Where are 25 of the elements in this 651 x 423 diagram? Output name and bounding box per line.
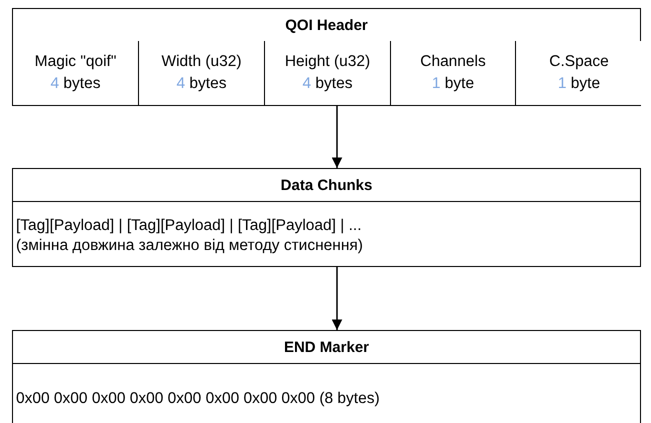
field-cell [139, 41, 265, 105]
field-size: 4 bytes [302, 74, 352, 94]
section-title: Data Chunks [280, 176, 372, 194]
section-box [12, 330, 641, 423]
arrow [332, 267, 342, 330]
field-cell [265, 41, 391, 105]
field-name: Channels [420, 52, 486, 72]
section-title: QOI Header [285, 16, 368, 34]
arrow [332, 106, 342, 168]
header-table [12, 8, 641, 106]
section-title: END Marker [284, 338, 370, 356]
field-cell [391, 41, 516, 105]
field-size: 4 bytes [176, 74, 226, 94]
field-name: C.Space [549, 52, 609, 72]
field-size: 1 byte [558, 74, 600, 94]
field-size: 1 byte [432, 74, 474, 94]
field-name: Height (u32) [284, 52, 370, 72]
body-text: 0x00 0x00 0x00 0x00 0x00 0x00 0x00 0x00 (8 bytes) [16, 389, 381, 409]
field-cell [13, 41, 139, 105]
section-box [12, 168, 641, 267]
body-text: (змінна довжина залежно від методу стиснення) [16, 236, 364, 256]
field-size: 4 bytes [50, 74, 100, 94]
field-name: Width (u32) [161, 52, 242, 72]
body-text: [Tag][Payload] | [Tag][Payload] | [Tag][Payload] | ... [16, 216, 363, 236]
field-name: Magic "qoif" [34, 52, 116, 72]
